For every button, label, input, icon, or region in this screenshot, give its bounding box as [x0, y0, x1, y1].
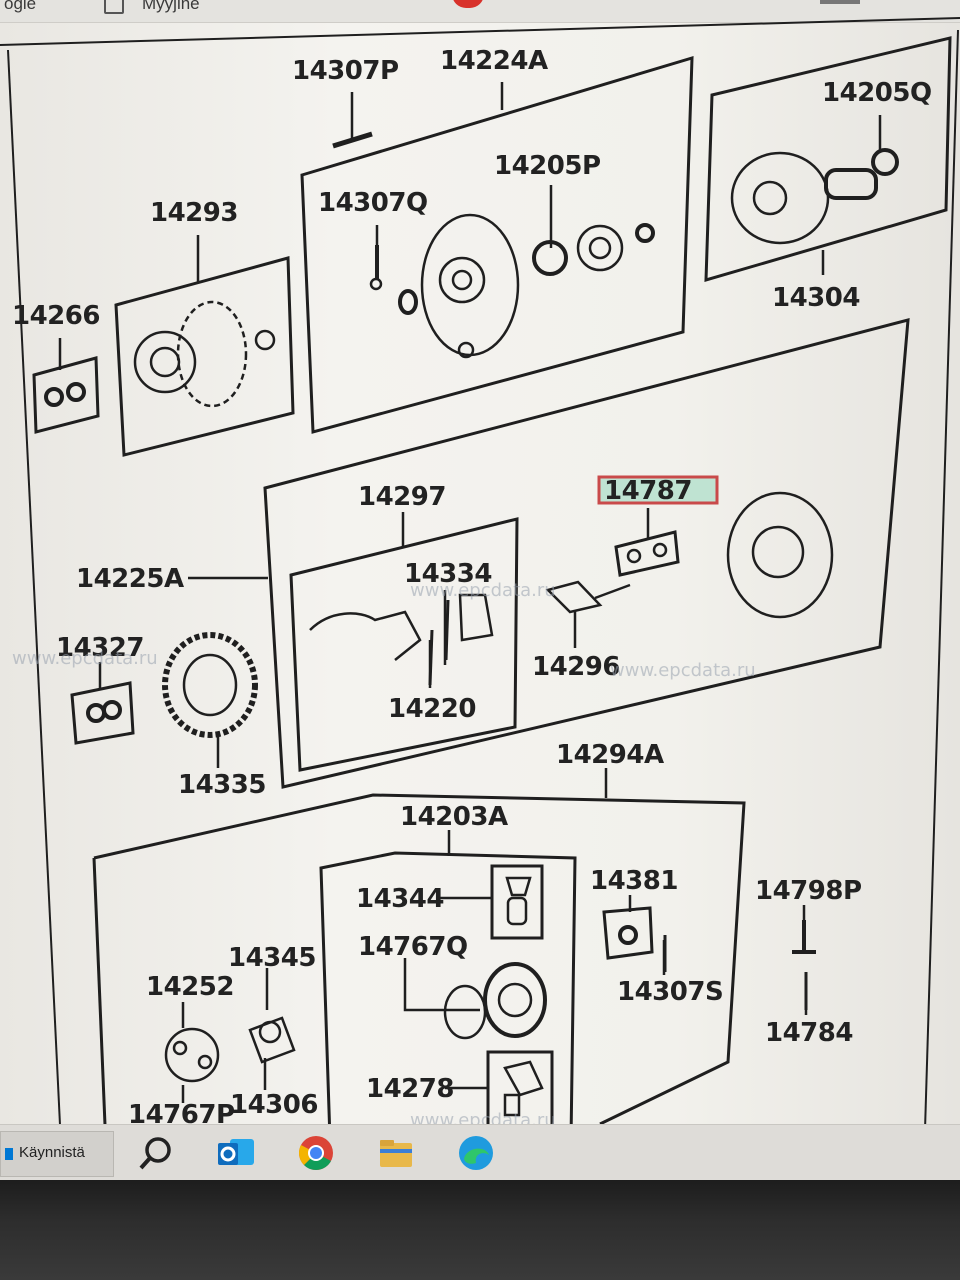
pump-housing-icon [483, 962, 547, 1038]
pulley-icon [133, 330, 197, 394]
windows-logo-icon [5, 1148, 13, 1160]
group-box-14225A [263, 318, 910, 789]
chrome-icon[interactable] [296, 1133, 336, 1173]
part-label-14307S[interactable]: 14307S [617, 977, 724, 1007]
part-label-14307Q[interactable]: 14307Q [318, 188, 428, 218]
part-label-14381[interactable]: 14381 [590, 866, 678, 896]
tab-title-fragment[interactable]: ogle [4, 0, 37, 13]
watermark: www.epcdata.ru [410, 580, 556, 601]
part-label-14266[interactable]: 14266 [12, 301, 100, 331]
group-box-14294A [93, 793, 746, 1126]
stator-icon [162, 632, 258, 738]
group-box-14787 [614, 530, 680, 577]
group-box-14297 [289, 517, 519, 772]
part-label-14787[interactable]: 14787 [604, 476, 692, 506]
part-label-14335[interactable]: 14335 [178, 770, 266, 800]
highlight-box-14787 [597, 475, 719, 505]
part-label-14798P[interactable]: 14798P [755, 876, 862, 906]
group-box-14381 [602, 906, 654, 960]
search-icon[interactable] [136, 1133, 176, 1173]
rectifier-icon [309, 610, 422, 661]
regulator-icon [545, 580, 603, 614]
red-tab-icon [452, 0, 484, 8]
browser-tab-strip: ogle Myyjine [0, 0, 960, 23]
tab-title-fragment-2[interactable]: Myyjine [142, 0, 200, 13]
part-label-14344[interactable]: 14344 [356, 884, 444, 914]
part-label-14294A[interactable]: 14294A [556, 740, 664, 770]
part-label-14304[interactable]: 14304 [772, 283, 860, 313]
watermark-2: www.epcdata.ru [610, 660, 756, 681]
bearing-icon [532, 240, 568, 276]
start-label: Käynnistä [19, 1144, 85, 1161]
part-label-14784[interactable]: 14784 [765, 1018, 853, 1048]
diagram-right-border [924, 29, 959, 1131]
part-label-14767P[interactable]: 14767P [128, 1100, 235, 1130]
outlook-icon[interactable] [216, 1133, 256, 1173]
part-label-14224A[interactable]: 14224A [440, 46, 548, 76]
part-label-14278[interactable]: 14278 [366, 1074, 454, 1104]
part-label-14252[interactable]: 14252 [146, 972, 234, 1002]
watermark-3: www.epcdata.ru [12, 648, 158, 669]
vacuum-pump-cover-icon [164, 1027, 220, 1083]
group-box-14266 [32, 356, 100, 434]
bolt-14307P-icon [332, 131, 373, 149]
part-label-14297[interactable]: 14297 [358, 482, 446, 512]
group-box-rear-housing [300, 55, 694, 434]
part-label-14225A[interactable]: 14225A [76, 564, 184, 594]
part-label-14307P[interactable]: 14307P [292, 56, 399, 86]
part-label-14293[interactable]: 14293 [150, 198, 238, 228]
group-box-14327 [70, 681, 135, 745]
part-label-14327[interactable]: 14327 [56, 633, 144, 663]
part-label-14205Q[interactable]: 14205Q [822, 78, 932, 108]
front-housing-icon [726, 491, 834, 619]
rotor-icon [730, 151, 830, 245]
parts-diagram [0, 17, 960, 1157]
window-control-icon[interactable] [820, 0, 860, 4]
part-label-14205P[interactable]: 14205P [494, 151, 601, 181]
part-label-14220[interactable]: 14220 [388, 694, 476, 724]
fan-icon [176, 300, 248, 408]
part-label-14767Q[interactable]: 14767Q [358, 932, 468, 962]
diagram-top-border [0, 17, 960, 46]
brush-holder-icon [458, 593, 494, 642]
group-box-14203A [319, 851, 577, 1142]
part-label-14345[interactable]: 14345 [228, 943, 316, 973]
diagram-left-border [7, 49, 61, 1126]
browser-viewport: ogle Myyjine [0, 0, 960, 1180]
group-box-fan [114, 256, 295, 457]
group-box-14344 [490, 864, 544, 940]
file-explorer-icon[interactable] [376, 1133, 416, 1173]
group-box-rotor [704, 36, 952, 283]
taskbar: Käynnistä [0, 1124, 960, 1180]
part-label-14306[interactable]: 14306 [230, 1090, 318, 1120]
part-label-14203A[interactable]: 14203A [400, 802, 508, 832]
monitor-bezel [0, 1180, 960, 1280]
edge-icon[interactable] [456, 1133, 496, 1173]
part-label-14296[interactable]: 14296 [532, 652, 620, 682]
tab-favicon-icon [104, 0, 124, 14]
part-label-14334[interactable]: 14334 [404, 559, 492, 589]
start-button[interactable]: Käynnistä [0, 1131, 114, 1177]
